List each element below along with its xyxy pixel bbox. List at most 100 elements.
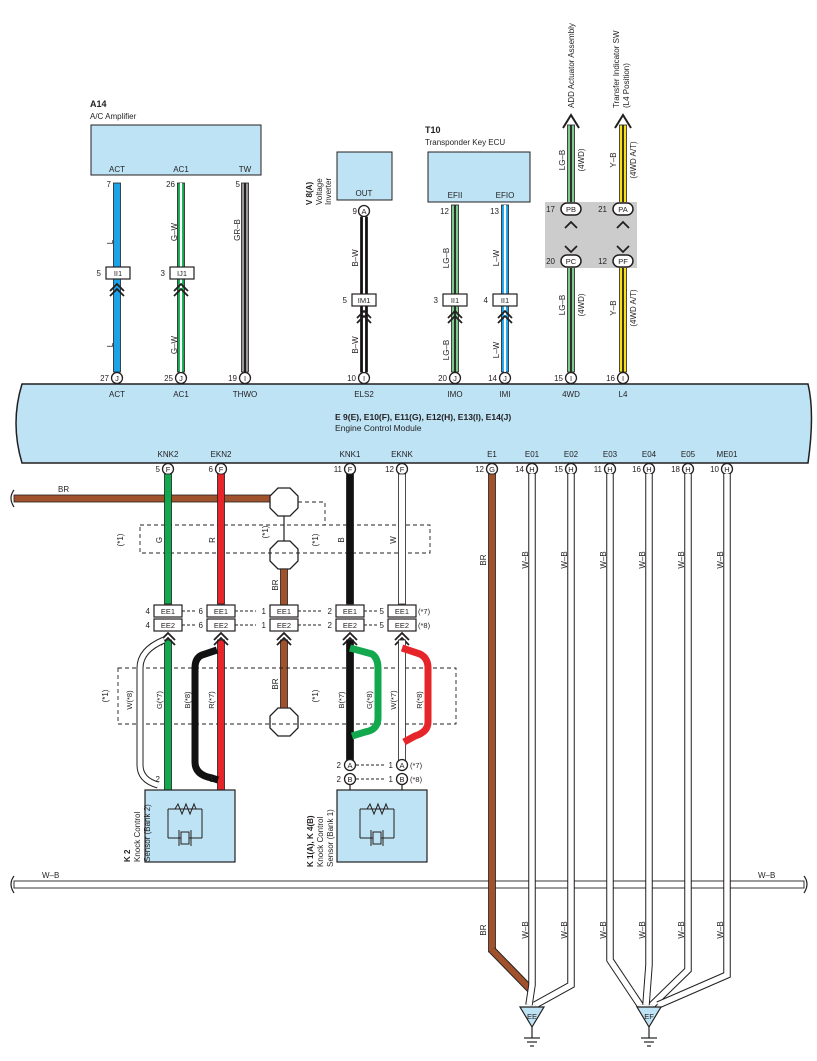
ecm-top-pin-label: IMO (447, 390, 462, 399)
svg-text:B: B (347, 775, 352, 784)
conn-ii1-a-pin: 5 (97, 269, 102, 278)
label-grb: GR–B (233, 219, 242, 241)
label-bw-2: B–W (351, 336, 360, 354)
ecm-bottom-pin-num: 12 (475, 465, 484, 474)
ecm-top-pin-letter: I (244, 374, 246, 383)
ecm-top-pin-num: 15 (554, 374, 563, 383)
ecm-bottom-pin-label: E05 (681, 450, 696, 459)
ecm-top-pin-letter: J (115, 374, 119, 383)
label-wb-ground-top: W–B (677, 551, 686, 568)
ecm-bottom-pin-letter: H (646, 465, 651, 474)
v8-pin-letter: A (361, 207, 366, 216)
label-star1-c: (*1) (311, 533, 320, 546)
label-lgb-2: LG–B (442, 340, 451, 360)
t10-box (427, 151, 531, 203)
ecm-bottom-pin-num: 11 (334, 465, 343, 474)
v8-ref: V 8(A) (305, 182, 314, 205)
ground-ee-label: EE (527, 1012, 537, 1021)
conn-ii1-b-pin: 3 (434, 296, 439, 305)
ecm-bottom-pin-letter: F (219, 465, 224, 474)
ecm-top-pin-label: L4 (619, 390, 628, 399)
label-4wd-1: (4WD) (577, 148, 586, 171)
a14-pinnum-7: 7 (107, 180, 112, 189)
label-lgb-3: LG–B (558, 150, 567, 170)
label-4wdat-2: (4WD A/T) (629, 289, 638, 327)
wire-br-horizontal (13, 494, 285, 503)
ecm-top-pin-label: IMI (499, 390, 510, 399)
label-br-3: BR (271, 678, 280, 689)
label-star1-d: (*1) (101, 689, 110, 702)
ecm-bottom-pin-label: ME01 (717, 450, 738, 459)
dest-transfer-line1: Transfer Indicator SW (612, 30, 621, 108)
ecm-top-pin-label: AC1 (173, 390, 189, 399)
ecm-top-pin-label: THWO (233, 390, 257, 399)
label-b8: B(*8) (183, 691, 192, 709)
ecm-bottom-pin-num: 11 (594, 465, 603, 474)
label-wb-ground-bottom: W–B (599, 921, 608, 938)
label-wb-left: W–B (42, 871, 59, 880)
label-r: R (208, 537, 217, 543)
a14-pin-ac1: AC1 (173, 165, 189, 174)
splice-1 (269, 487, 299, 517)
ground-ee: EE (518, 1006, 546, 1047)
conn-pc-pin: 20 (546, 257, 555, 266)
wire-k2-w8 (137, 637, 166, 788)
label-bw-1: B–W (351, 249, 360, 267)
ecm-bottom-pin-label: E1 (487, 450, 497, 459)
k1-name-2: Sensor (Bank 1) (326, 809, 335, 867)
t10-pin-efio: EFIO (496, 191, 515, 200)
svg-text:2: 2 (328, 607, 333, 616)
a14-box (90, 124, 262, 176)
svg-text:A: A (399, 761, 404, 770)
ecm-bottom-pin-num: 12 (385, 465, 394, 474)
label-4wdat-1: (4WD A/T) (629, 141, 638, 179)
ecm-bottom-pin-label: KNK2 (158, 450, 179, 459)
arrow-add (562, 113, 580, 129)
shield-lower (117, 667, 457, 725)
ecm-bottom-pin-label: KNK1 (340, 450, 361, 459)
label-w7: W(*7) (389, 690, 398, 710)
ecm-top-pin-letter: I (622, 374, 624, 383)
ecm-bottom-pin-letter: H (724, 465, 729, 474)
svg-text:(*7): (*7) (418, 607, 431, 616)
ecm-top-pin-num: 14 (488, 374, 497, 383)
sensor-k1 (336, 789, 428, 863)
ecm-top-pin-num: 16 (606, 374, 615, 383)
a14-pinnum-5: 5 (236, 180, 241, 189)
svg-text:EE1: EE1 (343, 607, 357, 616)
label-lgb-4: LG–B (558, 295, 567, 315)
svg-text:(*7): (*7) (410, 761, 423, 770)
ecm-top-pin-num: 20 (438, 374, 447, 383)
ground-ef: EF (635, 1006, 663, 1047)
ecm-bottom-pins: KNK2F5EKN2F6KNK1F11EKNKF12E1G12E01H14E02… (156, 450, 738, 476)
v8-pin-circle (357, 204, 371, 218)
wire-ekn2 (217, 473, 225, 605)
ecm-top-pin-circle (448, 371, 462, 385)
conn-ij1: IJ1 (177, 269, 187, 278)
label-br-2: BR (271, 579, 280, 590)
ecm-name: Engine Control Module (335, 423, 422, 433)
label-gw-2: G–W (170, 335, 179, 354)
k1-ref: K 1(A), K 4(B) (306, 815, 315, 867)
conn-ij1-pin: 3 (161, 269, 166, 278)
ecm-top-pin-letter: I (363, 374, 365, 383)
label-br-e1-2: BR (479, 924, 488, 935)
k2-pin-1: 1 (210, 775, 215, 784)
svg-text:EE2: EE2 (214, 621, 228, 630)
wire-br-shield (280, 568, 288, 606)
a14-pin-tw: TW (239, 165, 252, 174)
conn-pf: PF (618, 257, 628, 266)
k2-pin-2: 2 (156, 775, 161, 784)
svg-text:1: 1 (262, 607, 267, 616)
ecm-bottom-pin-num: 14 (515, 465, 524, 474)
ecm-bottom-pin-num: 6 (209, 465, 214, 474)
conn-pf-pin: 12 (598, 257, 607, 266)
label-br-top: BR (58, 485, 69, 494)
ecm-bottom-pin-num: 15 (554, 465, 563, 474)
ecm-bottom-pin-num: 16 (632, 465, 641, 474)
label-w8: W(*8) (125, 690, 134, 710)
svg-text:2: 2 (337, 775, 342, 784)
svg-text:2: 2 (337, 761, 342, 770)
t10-ref: T10 (425, 125, 441, 135)
label-wb-ground-bottom: W–B (716, 921, 725, 938)
